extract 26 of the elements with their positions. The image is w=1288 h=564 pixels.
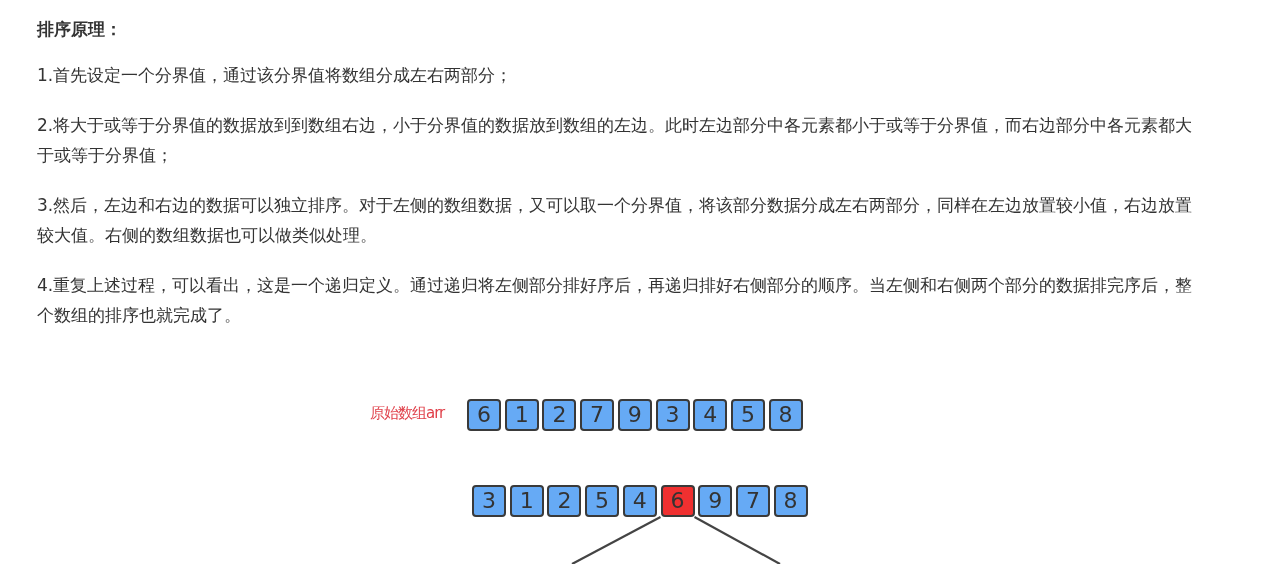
array-cell: 7 bbox=[580, 399, 615, 431]
paragraph: 1.首先设定一个分界值，通过该分界值将数组分成左右两部分； bbox=[37, 64, 514, 87]
paragraph: 4.重复上述过程，可以看出，这是一个递归定义。通过递归将左侧部分排好序后，再递归排好右侧部分的顺序。当左侧和右侧两个部分的数据排完序后，整个数组的排序也就完成了。 bbox=[37, 274, 1194, 327]
array-cell: 3 bbox=[655, 399, 690, 431]
array-cell: 7 bbox=[735, 485, 770, 517]
array-cell: 9 bbox=[698, 485, 733, 517]
array-cell: 4 bbox=[693, 399, 728, 431]
array-cell: 2 bbox=[547, 485, 582, 517]
array-cell: 8 bbox=[773, 485, 808, 517]
array-cell: 1 bbox=[509, 485, 544, 517]
array-cell: 1 bbox=[504, 399, 539, 431]
connector-line bbox=[693, 516, 781, 564]
array-cell: 5 bbox=[585, 485, 620, 517]
connector-line bbox=[571, 516, 661, 564]
paragraph: 2.将大于或等于分界值的数据放到到数组右边，小于分界值的数据放到数组的左边。此时左边部分中各元素都小于或等于分界值，而右边部分中各元素都大于或等于分界值； bbox=[37, 114, 1194, 167]
pivot-cell: 6 bbox=[660, 485, 695, 517]
array-cell: 2 bbox=[542, 399, 577, 431]
array-cell: 6 bbox=[467, 399, 501, 431]
array-cell: 4 bbox=[622, 485, 657, 517]
array-caption: 原始数组arr bbox=[370, 404, 445, 423]
array-cell: 5 bbox=[730, 399, 765, 431]
paragraph: 3.然后，左边和右边的数据可以独立排序。对于左侧的数组数据，又可以取一个分界值，将该部分数据分成左右两部分，同样在左边放置较小值，右边放置较大值。右侧的数组数据也可以做类似处理。 bbox=[37, 194, 1194, 247]
array-cell: 9 bbox=[617, 399, 652, 431]
heading: 排序原理： bbox=[37, 18, 123, 41]
array-cell: 3 bbox=[472, 485, 506, 517]
array-cell: 8 bbox=[768, 399, 803, 431]
